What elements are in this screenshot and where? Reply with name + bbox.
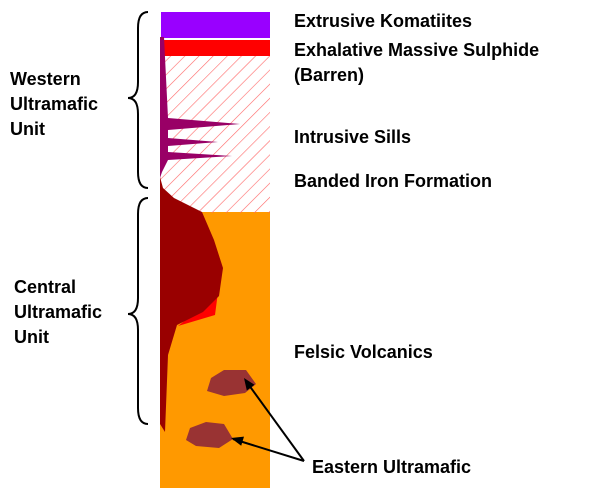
bif-label: Banded Iron Formation [294, 171, 492, 191]
komatiites-layer [161, 12, 270, 38]
central-unit-label-3: Unit [14, 327, 49, 347]
massive-sulphide-layer [164, 40, 270, 56]
eastern-ultramafic-label: Eastern Ultramafic [312, 457, 471, 477]
western-unit-brace [128, 12, 148, 188]
felsic-label: Felsic Volcanics [294, 342, 433, 362]
sills-label: Intrusive Sills [294, 127, 411, 147]
banded-iron-formation-layer [160, 56, 270, 213]
western-unit-label-3: Unit [10, 119, 45, 139]
central-unit-label-2: Ultramafic [14, 302, 102, 322]
sulphide-label-line2: (Barren) [294, 65, 364, 85]
komatiites-label: Extrusive Komatiites [294, 11, 472, 31]
western-unit-label-1: Western [10, 69, 81, 89]
sulphide-label-line1: Exhalative Massive Sulphide [294, 40, 539, 60]
western-unit-label-2: Ultramafic [10, 94, 98, 114]
central-unit-label-1: Central [14, 277, 76, 297]
central-unit-brace [128, 198, 148, 424]
